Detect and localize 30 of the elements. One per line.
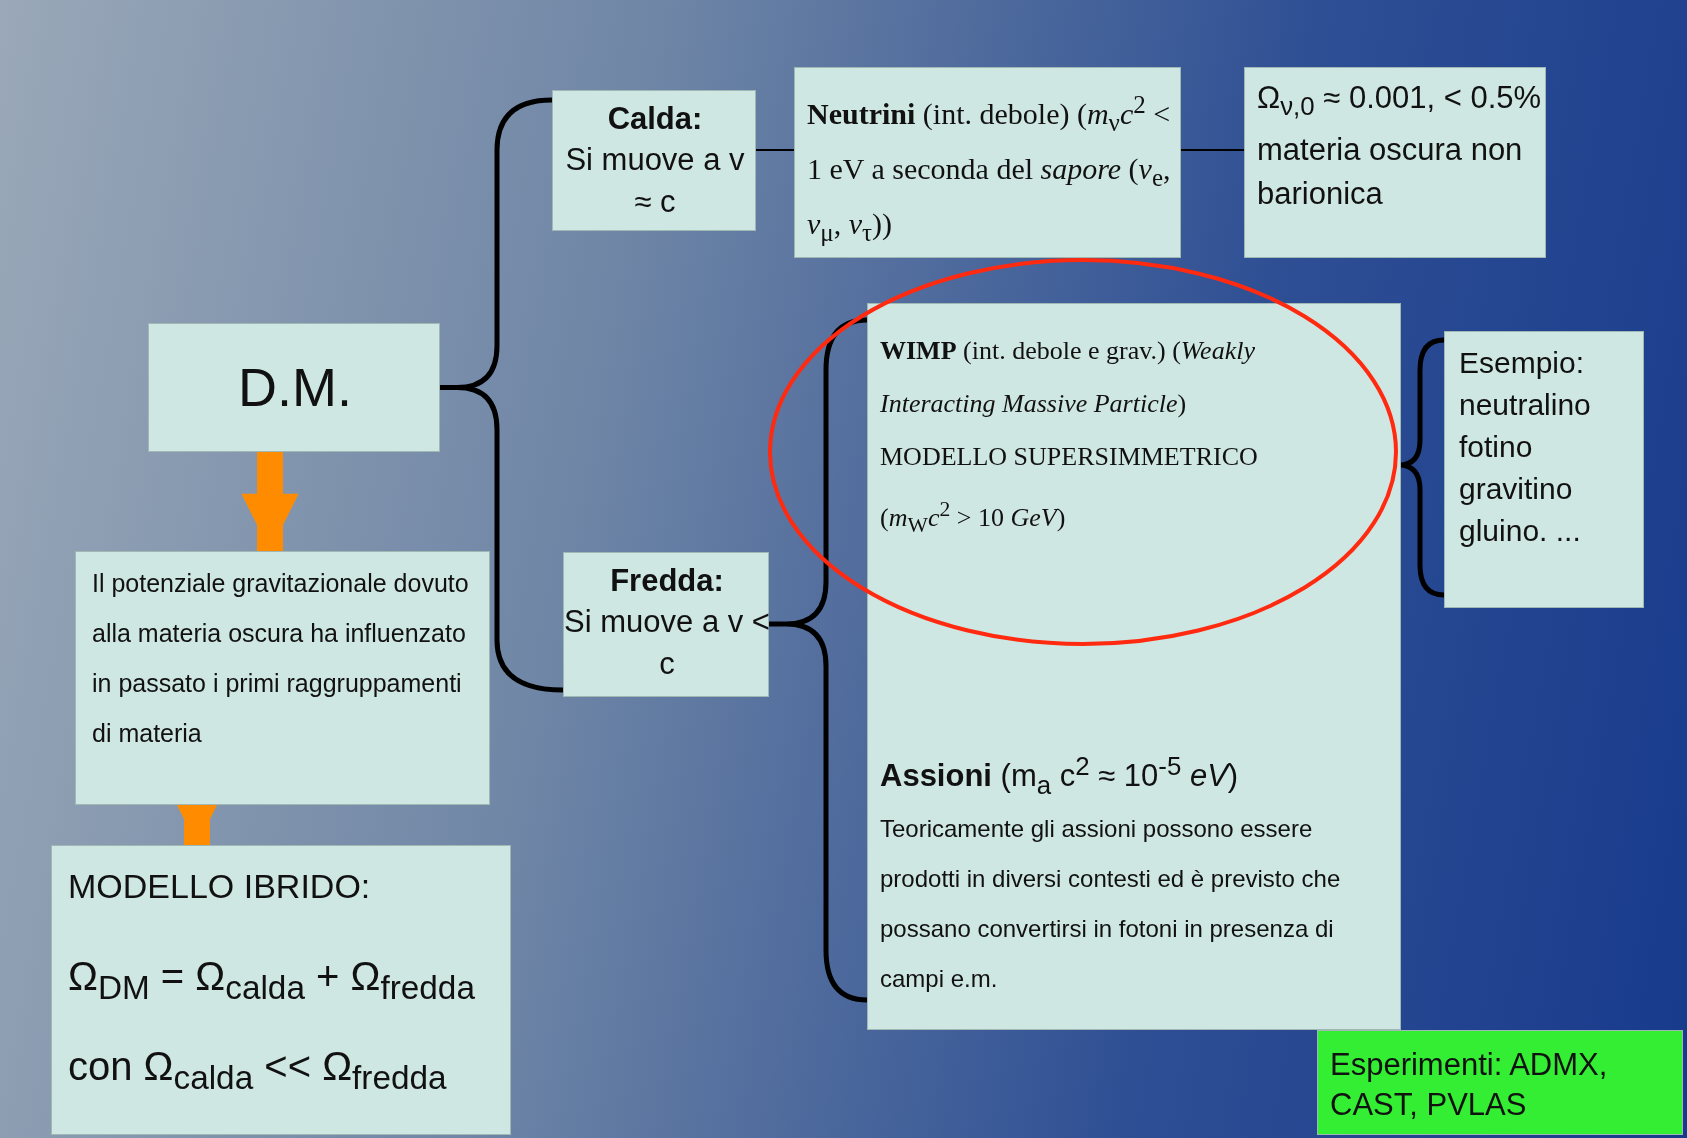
box-heading: Assioni (m$_{a}$ c$^{2}$ ≈ 10$^{-5}$ eV)	[880, 751, 1240, 801]
box-heading: D.M.	[237, 356, 353, 419]
experiments-box	[1317, 1030, 1683, 1135]
connector-line	[1180, 149, 1245, 151]
box-text: Neutrini (int. debole) (m$_{ν}$c$^{2}$ < 1 eV a seconda del sapore (ν$_{e}$, ν$_{μ}$, ν$_{τ}$))	[807, 90, 1172, 248]
note-box	[75, 551, 490, 805]
category-box	[563, 552, 769, 697]
concept-box	[148, 323, 440, 452]
box-text: Il potenziale gravitazionale dovuto alla materia oscura ha influenzato in passato i primi raggruppamenti di materia	[92, 568, 470, 749]
model-box	[51, 845, 511, 1135]
block-arrow	[241, 452, 299, 551]
example-box	[1444, 331, 1644, 608]
connector-line	[755, 149, 795, 151]
box-text: Si muove a v < c	[564, 603, 770, 683]
formula-text: con Ω$_{calda}$ << Ω$_{fredda}$	[68, 1043, 448, 1098]
particle-box	[867, 303, 1401, 1030]
curly-brace	[440, 385, 564, 693]
box-heading: Calda:	[606, 100, 704, 138]
box-heading: Fredda:	[609, 562, 725, 600]
category-box	[552, 90, 756, 231]
box-heading: MODELLO IBRIDO:	[68, 866, 372, 907]
box-text: Si muove a v ≈ c	[564, 141, 746, 221]
particle-box	[794, 67, 1181, 258]
box-text: WIMP (int. debole e grav.) (Weakly Interacting Massive Particle) MODELLO SUPERSIMMETRICO (m$_{W}$c$^{2}$ > 10 GeV)	[880, 335, 1259, 539]
formula-text: Ω$_{DM}$ = Ω$_{calda}$ + Ω$_{fredda}$	[68, 953, 476, 1008]
formula-text: Ω$_{ν,0}$ ≈ 0.001, < 0.5% materia oscura non barionica	[1257, 79, 1542, 214]
box-text: Teoricamente gli assioni possono essere prodotti in diversi contesti ed è previsto che possano convertirsi in fotoni in presenza di campi e.m.	[880, 814, 1342, 994]
box-text: Esempio: neutralino fotino gravitino gluino. ...	[1459, 345, 1592, 549]
box-text: Esperimenti: ADMX, CAST, PVLAS	[1330, 1046, 1609, 1124]
formula-box	[1244, 67, 1546, 258]
